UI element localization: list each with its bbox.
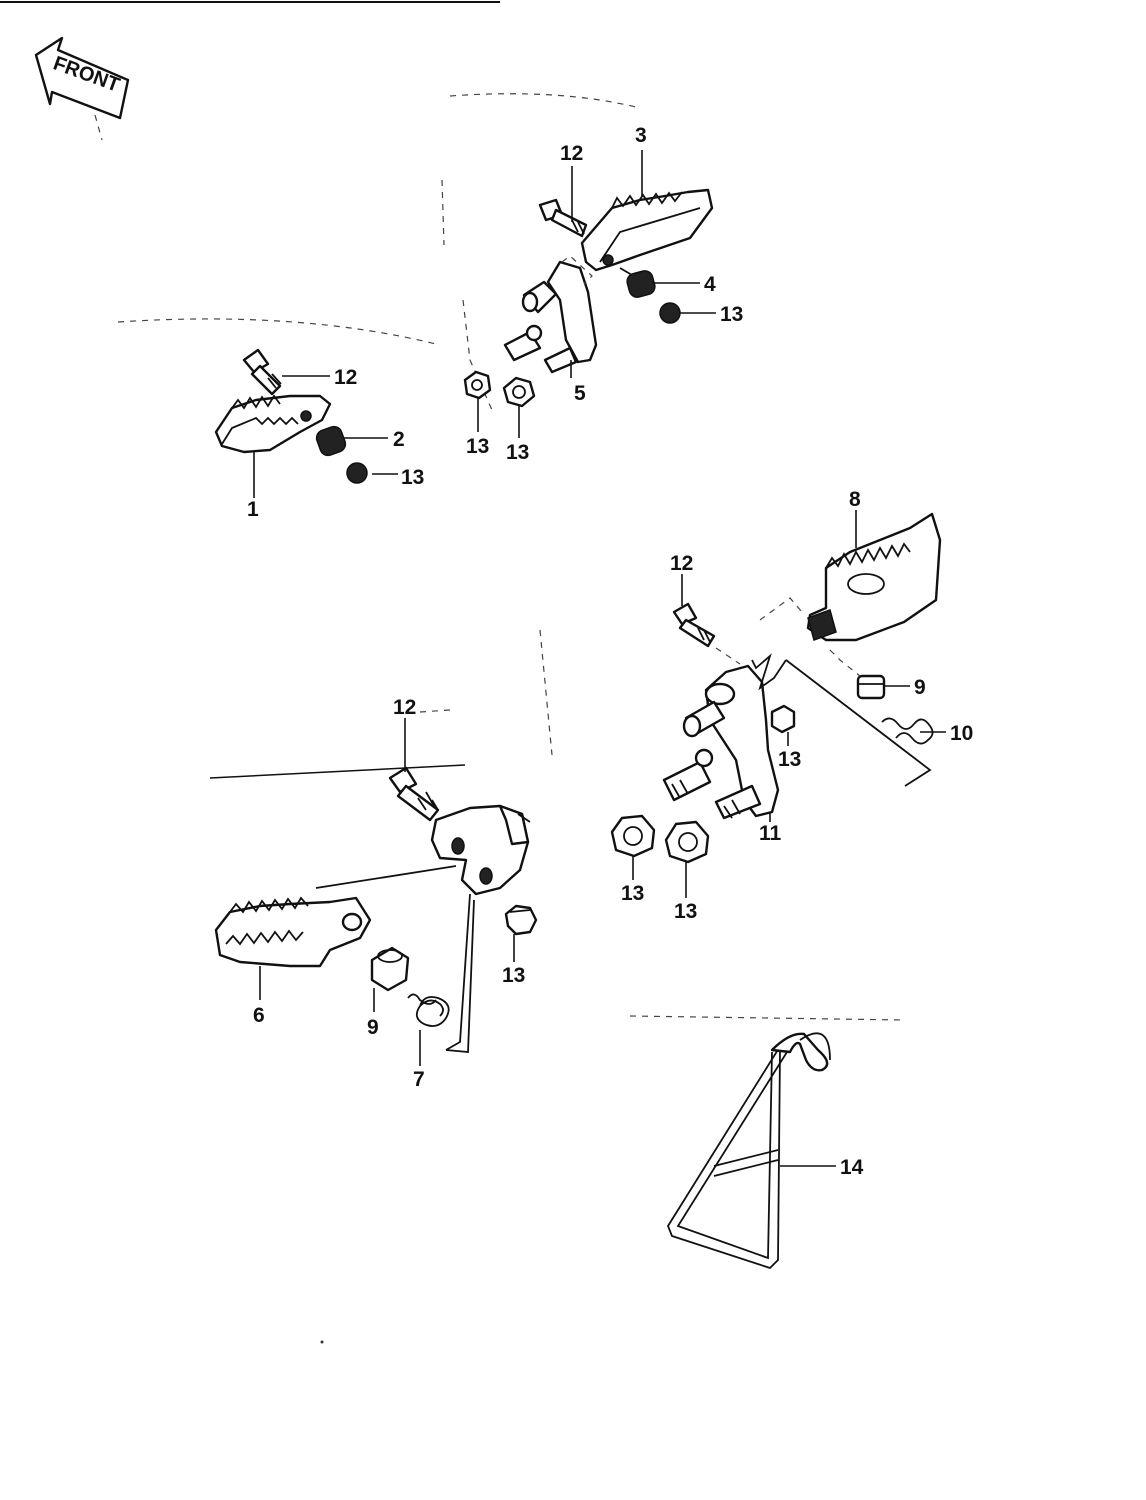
bracket-11 <box>662 664 780 820</box>
callout-13-upper-b: 13 <box>506 441 529 464</box>
callout-5: 5 <box>574 382 586 405</box>
callout-13-right-a: 13 <box>621 882 644 905</box>
footpeg-assembly-upper <box>463 188 714 408</box>
callout-4: 4 <box>704 273 716 296</box>
callout-13-lower: 13 <box>502 964 525 987</box>
spring-4 <box>619 267 656 298</box>
callout-13-left: 13 <box>401 466 424 489</box>
callout-14: 14 <box>840 1156 864 1179</box>
bolt-12-upper <box>538 198 588 238</box>
nut-13-left <box>346 462 368 484</box>
nut-13-right-b <box>664 820 710 864</box>
callout-13-upper-a: 13 <box>466 435 489 458</box>
callout-9-right: 9 <box>914 676 926 699</box>
nut-13-right-small <box>770 704 796 734</box>
footpeg-assembly-left <box>214 348 368 484</box>
footpeg-6 <box>214 896 372 968</box>
callout-11: 11 <box>759 822 782 845</box>
bracket-5 <box>503 255 598 374</box>
callout-2: 2 <box>393 428 405 451</box>
callout-12-right: 12 <box>670 552 693 575</box>
construction-lines <box>117 93 906 1021</box>
callout-13-right-b: 13 <box>674 900 697 923</box>
nut-13-upper-left-b <box>502 376 536 408</box>
leader-lines <box>253 150 946 1167</box>
footpeg-3 <box>580 188 714 272</box>
callout-3: 3 <box>635 124 647 147</box>
footpeg-8 <box>806 512 942 642</box>
callout-13-right-small: 13 <box>778 748 801 771</box>
footpeg-1 <box>214 394 332 454</box>
collar-9-lower <box>370 946 410 992</box>
stray-mark <box>320 1340 324 1344</box>
callout-12-left: 12 <box>334 366 357 389</box>
stand-14 <box>666 1032 831 1270</box>
callout-13-upper-right: 13 <box>720 303 743 326</box>
spring-7 <box>407 993 450 1027</box>
callouts: 1 2 3 4 5 6 7 8 9 9 10 11 12 12 12 12 13… <box>247 124 973 1179</box>
collar-9-right <box>856 674 886 700</box>
footpeg-assembly-right <box>610 512 942 864</box>
callout-8: 8 <box>849 488 861 511</box>
spring-10 <box>881 717 934 745</box>
nut-13-lower <box>504 904 538 936</box>
callout-12-lower: 12 <box>393 696 416 719</box>
bolt-12-right <box>672 602 716 648</box>
nut-13-upper-right <box>659 302 681 324</box>
spring-2 <box>315 425 347 457</box>
bolt-12-lower <box>388 766 440 822</box>
callout-6: 6 <box>253 1004 265 1027</box>
nut-13-right-a <box>610 814 656 858</box>
callout-7: 7 <box>413 1068 425 1091</box>
nut-13-upper-left-a <box>463 370 492 400</box>
front-arrow: FRONT <box>34 36 130 141</box>
callout-10: 10 <box>950 722 973 745</box>
footpeg-assembly-lower <box>214 766 538 1053</box>
bolt-12-left <box>242 348 282 396</box>
callout-1: 1 <box>247 498 259 521</box>
callout-9-lower: 9 <box>367 1016 379 1039</box>
callout-12-upper: 12 <box>560 142 583 165</box>
bracket-lower <box>430 804 531 896</box>
